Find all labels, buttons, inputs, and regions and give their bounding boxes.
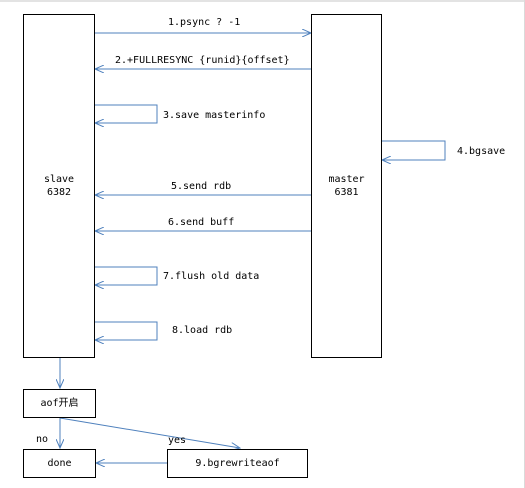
done-node: done bbox=[23, 449, 96, 478]
step-label-psync: 1.psync ? -1 bbox=[168, 17, 241, 28]
aof-enabled-label: aof开启 bbox=[40, 398, 79, 409]
step-label-send-buff: 6.send buff bbox=[168, 217, 235, 228]
step-label-send-rdb: 5.send rdb bbox=[171, 181, 232, 192]
branch-label-yes: yes bbox=[168, 435, 187, 446]
done-label: done bbox=[47, 458, 72, 469]
slave-node: slave 6382 bbox=[23, 14, 95, 358]
master-name: master bbox=[328, 174, 365, 185]
master-port: 6381 bbox=[334, 187, 359, 198]
arrow-save-masterinfo bbox=[95, 104, 158, 123]
bgrewriteaof-node: 9.bgrewriteaof bbox=[167, 449, 308, 478]
aof-enabled-node: aof开启 bbox=[23, 389, 96, 418]
arrow-aof-yes bbox=[59, 417, 240, 448]
bgrewriteaof-label: 9.bgrewriteaof bbox=[195, 458, 280, 469]
arrow-bgsave bbox=[382, 140, 446, 160]
slave-port: 6382 bbox=[46, 187, 72, 198]
step-label-save-masterinfo: 3.save masterinfo bbox=[163, 110, 266, 121]
step-label-bgsave: 4.bgsave bbox=[457, 146, 506, 157]
branch-label-no: no bbox=[36, 434, 49, 445]
arrow-flush-old-data bbox=[95, 266, 158, 285]
master-node: master 6381 bbox=[311, 14, 382, 358]
step-label-flush-old-data: 7.flush old data bbox=[163, 271, 260, 282]
window-top-edge bbox=[0, 0, 525, 2]
step-label-load-rdb: 8.load rdb bbox=[172, 325, 233, 336]
arrow-load-rdb bbox=[95, 321, 158, 340]
slave-name: slave bbox=[43, 174, 75, 185]
step-label-fullresync: 2.+FULLRESYNC {runid}{offset} bbox=[115, 55, 290, 66]
